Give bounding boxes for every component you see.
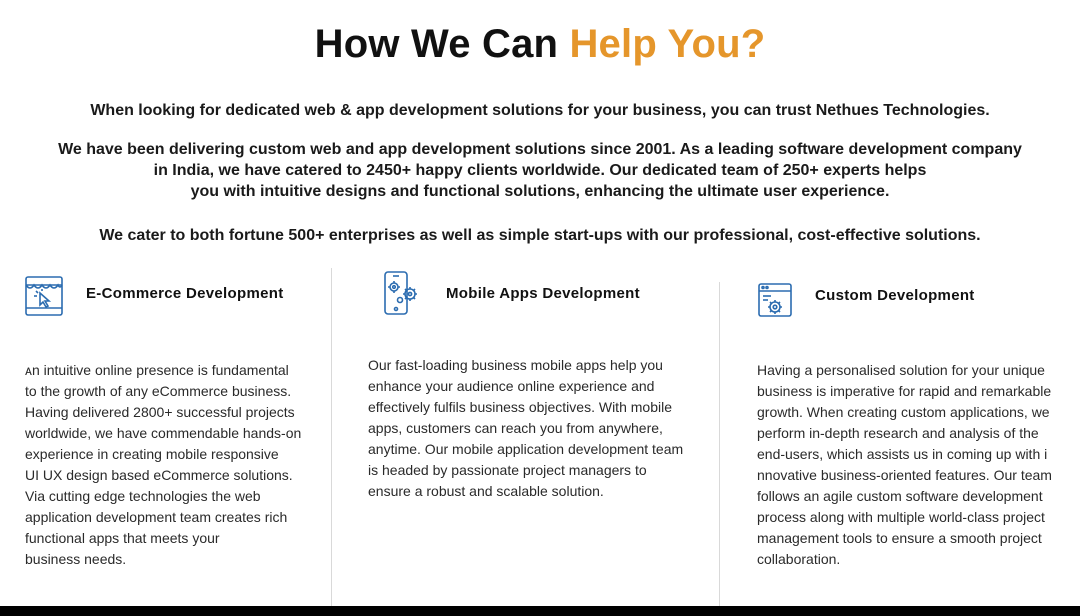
intro-about-paragraph: We have been delivering custom web and a…: [0, 139, 1080, 202]
description-line: Our fast-loading business mobile apps he…: [368, 357, 663, 373]
description-line: management tools to ensure a smooth proj…: [757, 530, 1042, 546]
description-line: business is imperative for rapid and rem…: [757, 383, 1052, 399]
description-line: process along with multiple world-class …: [757, 509, 1045, 525]
description-line: apps, customers can reach you from anywh…: [368, 420, 663, 436]
intro-trust-line: When looking for dedicated web & app dev…: [0, 100, 1080, 121]
description-line: application development team creates ric…: [25, 509, 288, 525]
service-title: E-Commerce Development: [86, 285, 284, 302]
description-line: effectively fulfils business objectives.…: [368, 399, 672, 415]
description-line: worldwide, we have commendable hands-on: [25, 425, 302, 441]
page-title: How We Can Help You?: [0, 22, 1080, 67]
title-main: How We Can: [314, 22, 570, 66]
description-line: business needs.: [25, 551, 127, 567]
service-description: Our fast-loading business mobile apps he…: [368, 355, 683, 502]
description-line: UI UX design based eCommerce solutions.: [25, 467, 293, 483]
description-line: end-users, which assists us in coming up…: [757, 446, 1048, 462]
description-line: growth. When creating custom application…: [757, 404, 1050, 420]
description-line: Via cutting edge technologies the web: [25, 488, 261, 504]
service-title: Mobile Apps Development: [446, 285, 640, 302]
description-line: follows an agile custom software develop…: [757, 488, 1043, 504]
intro-line: We have been delivering custom web and a…: [58, 141, 1022, 158]
column-divider: [331, 268, 332, 608]
intro-clients-line: We cater to both fortune 500+ enterprise…: [0, 225, 1080, 246]
intro-line: We cater to both fortune 500+ enterprise…: [99, 227, 981, 244]
intro-line: you with intuitive designs and functiona…: [190, 183, 890, 200]
bottom-bar: [0, 606, 1080, 616]
description-line: Having delivered 2800+ successful projec…: [25, 404, 295, 420]
description-line: ᴀn intuitive online presence is fundamen…: [25, 362, 289, 378]
description-line: perform in-depth research and analysis o…: [757, 425, 1039, 441]
description-line: nnovative business-oriented features. Ou…: [757, 467, 1052, 483]
service-description: Having a personalised solution for your …: [757, 360, 1052, 570]
description-line: functional apps that meets your: [25, 530, 220, 546]
description-line: enhance your audience online experience …: [368, 378, 655, 394]
column-divider: [719, 282, 720, 608]
intro-line: in India, we have catered to 2450+ happy…: [153, 162, 927, 179]
service-title: Custom Development: [815, 287, 975, 304]
description-line: collaboration.: [757, 551, 841, 567]
mobile-gears-icon: [382, 270, 422, 315]
intro-line: When looking for dedicated web & app dev…: [90, 102, 990, 119]
description-line: is headed by passionate project managers…: [368, 462, 647, 478]
storefront-cursor-icon: [24, 275, 64, 317]
browser-gear-icon: [757, 282, 797, 324]
title-accent: Help You?: [569, 22, 766, 66]
description-line: ensure a robust and scalable solution.: [368, 483, 604, 499]
service-description: ᴀn intuitive online presence is fundamen…: [25, 360, 301, 570]
description-line: Having a personalised solution for your …: [757, 362, 1045, 378]
description-line: anytime. Our mobile application developm…: [368, 441, 684, 457]
description-line: experience in creating mobile responsive: [25, 446, 279, 462]
description-line: to the growth of any eCommerce business.: [25, 383, 292, 399]
